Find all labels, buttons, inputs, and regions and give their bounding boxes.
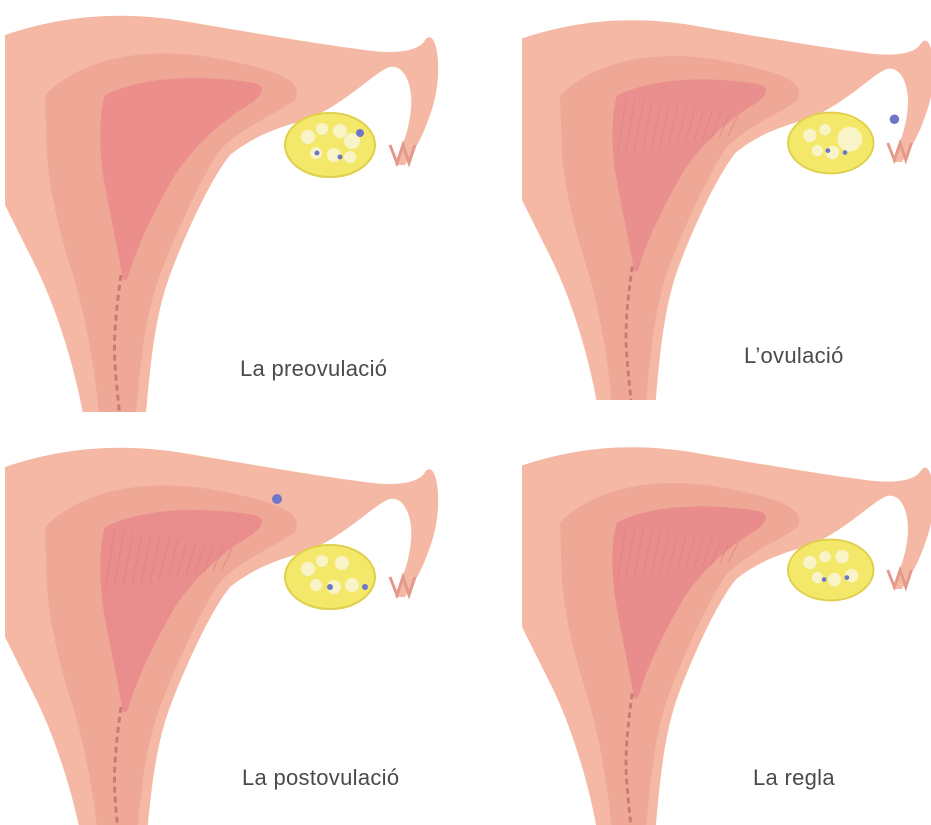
caption-menstruation: La regla (753, 765, 835, 791)
follicle (819, 124, 830, 135)
caption-preovulation: La preovulació (240, 356, 387, 382)
follicle (812, 145, 823, 156)
ovum (826, 148, 831, 153)
ovary (788, 540, 874, 601)
ovum (843, 150, 848, 155)
ovary (285, 545, 375, 609)
ovum (356, 129, 364, 137)
follicle (316, 555, 328, 567)
follicle (335, 556, 349, 570)
follicle (310, 579, 322, 591)
panel-preovulation: La preovulació (0, 0, 440, 412)
ovum (272, 494, 282, 504)
follicle (345, 578, 359, 592)
panel-postovulation: La postovulació (0, 412, 455, 825)
follicle (812, 572, 823, 583)
ovum (890, 115, 900, 125)
ovary (285, 113, 375, 177)
caption-ovulation: L’ovulació (744, 343, 844, 369)
ovum (338, 155, 343, 160)
follicle (316, 123, 328, 135)
caption-postovulation: La postovulació (242, 765, 399, 791)
follicle (301, 562, 315, 576)
follicle (333, 124, 347, 138)
follicle (344, 151, 356, 163)
follicle (803, 129, 816, 142)
follicle (836, 550, 849, 563)
ovum (845, 575, 850, 580)
follicle (828, 573, 841, 586)
follicle (837, 127, 862, 152)
ovum (822, 577, 827, 582)
panel-ovulation: L’ovulació (512, 0, 931, 400)
panel-menstruation: La regla (512, 412, 931, 825)
follicle (803, 556, 816, 569)
ovum (362, 584, 368, 590)
ovum (327, 584, 333, 590)
ovum (315, 151, 320, 156)
follicle (301, 130, 315, 144)
follicle (819, 551, 830, 562)
